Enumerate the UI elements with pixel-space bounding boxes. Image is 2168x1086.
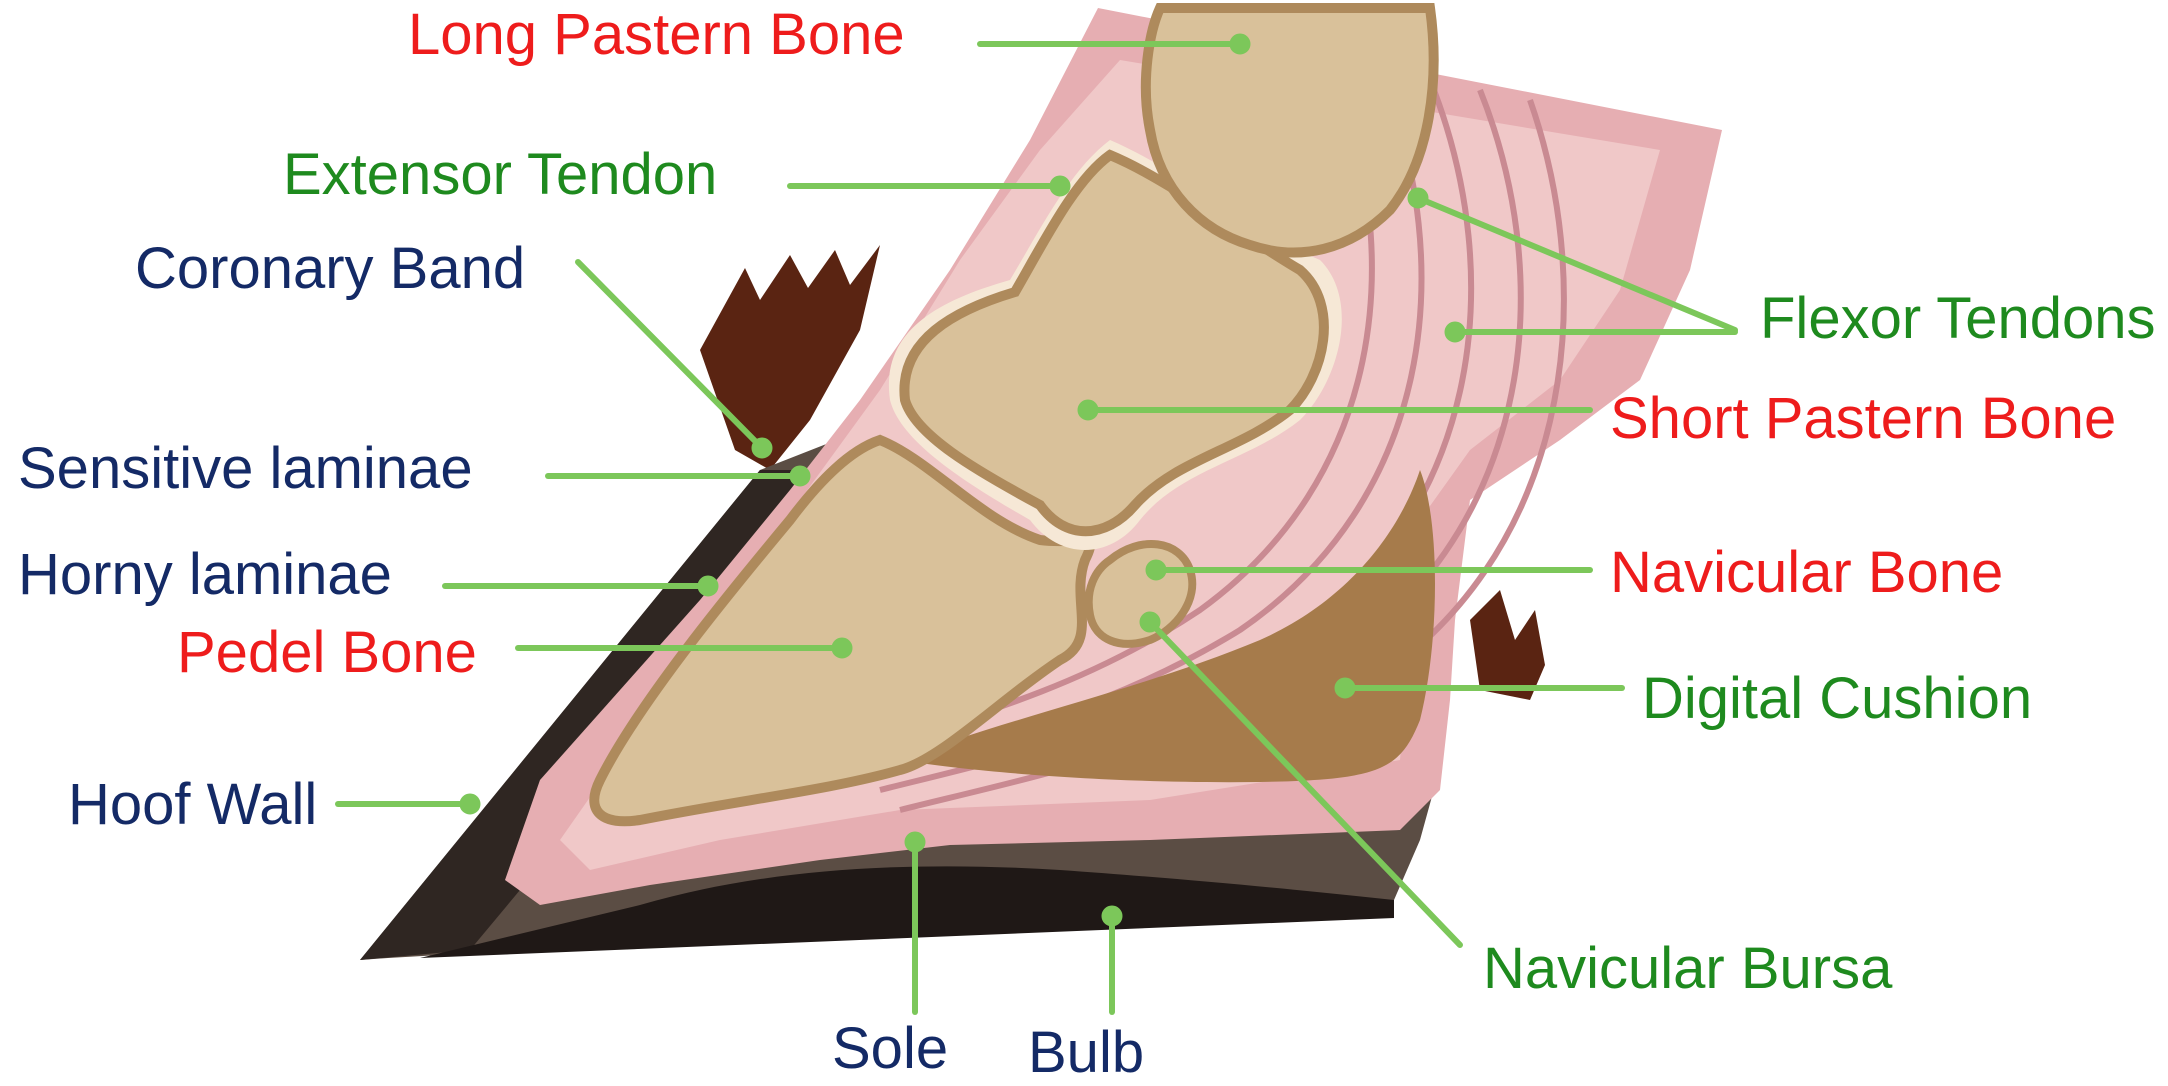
label-hoof-wall: Hoof Wall [68,772,317,837]
label-extensor-tendon: Extensor Tendon [283,142,717,207]
label-short-pastern-bone: Short Pastern Bone [1610,386,2116,451]
label-pedel-bone: Pedel Bone [177,620,477,685]
leader-hoof-wall [338,794,480,814]
label-sensitive-laminae: Sensitive laminae [18,436,473,501]
leader-bulb [1102,906,1122,1012]
label-coronary-band: Coronary Band [135,236,525,301]
label-sole: Sole [832,1016,948,1081]
label-navicular-bone: Navicular Bone [1610,540,2003,605]
label-navicular-bursa: Navicular Bursa [1483,936,1893,1001]
label-long-pastern-bone: Long Pastern Bone [408,2,905,67]
label-digital-cushion: Digital Cushion [1642,666,2032,731]
label-horny-laminae: Horny laminae [18,542,392,607]
label-flexor-tendons: Flexor Tendons [1760,286,2156,351]
label-bulb: Bulb [1028,1020,1144,1085]
